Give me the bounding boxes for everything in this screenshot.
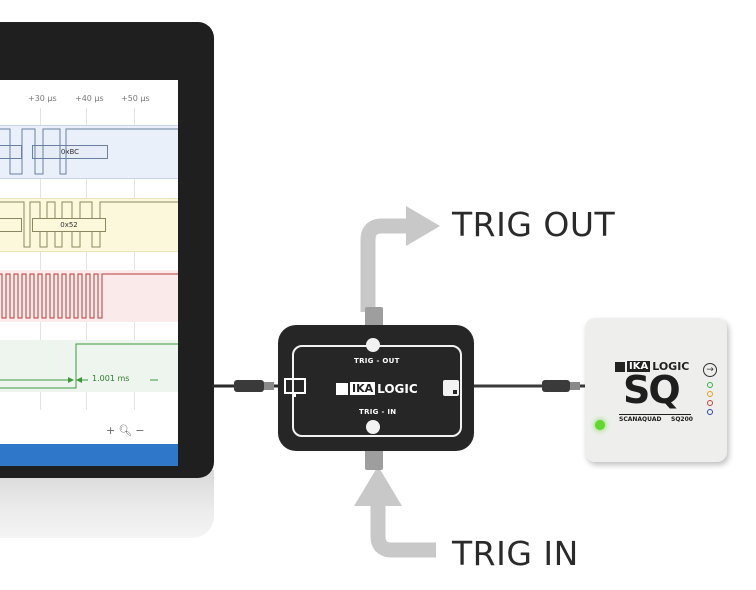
- minus-icon[interactable]: −: [135, 424, 148, 437]
- input-arrow-icon: →: [703, 363, 717, 377]
- hub-logo-logic: LOGIC: [377, 381, 418, 396]
- channel-trigger[interactable]: 1.001 ms: [0, 340, 178, 392]
- logic-analyzer-screen: +30 µs +40 µs +50 µs 0xBC 0x52: [0, 80, 178, 466]
- usb-cable-monitor: [212, 380, 282, 392]
- bus-value-box: 0xBC: [32, 145, 108, 159]
- trig-out-label: TRIG OUT: [452, 205, 616, 244]
- indicator-dot: [707, 409, 713, 415]
- trig-in-label: TRIG IN: [452, 534, 579, 573]
- trig-in-connector: [365, 448, 383, 470]
- trig-in-port: [366, 420, 380, 434]
- bus-value-box: 0x52: [32, 218, 106, 232]
- sq-text: SQ: [623, 368, 681, 412]
- analyzer-footer-left: SCANAQUAD: [619, 416, 662, 423]
- hub-label-trig-in: TRIG - IN: [359, 408, 397, 416]
- trig-out-connector: [365, 307, 383, 329]
- taskbar: [0, 444, 178, 466]
- power-led: [595, 420, 605, 430]
- analyzer-logo-logic: LOGIC: [652, 360, 690, 373]
- hub-label-trig-out: TRIG - OUT: [354, 357, 400, 365]
- grid-line: [40, 108, 41, 410]
- bus-value: 0x52: [60, 221, 78, 229]
- channel-bus-2[interactable]: 0x52: [0, 198, 178, 252]
- analyzer-logo-ika: IKA: [627, 361, 651, 372]
- analyzer-divider: [619, 414, 691, 415]
- analyzer-port-icon: [443, 380, 459, 396]
- indicator-dot: [707, 382, 713, 388]
- channel-bus-1[interactable]: 0xBC: [0, 125, 178, 179]
- indicator-dot: [707, 391, 713, 397]
- zoom-icon[interactable]: 🔍︎: [118, 424, 136, 437]
- plus-icon[interactable]: +: [106, 424, 119, 437]
- indicator-dot: [707, 400, 713, 406]
- time-tick: +50 µs: [121, 94, 150, 103]
- clock-signal: [0, 273, 178, 319]
- measurement-label: 1.001 ms: [92, 374, 130, 383]
- trig-in-arrow: [354, 466, 436, 558]
- analyzer-footer-right: SQ200: [671, 416, 693, 423]
- zoom-toolbar: +🔍︎−: [106, 424, 147, 437]
- time-tick: +30 µs: [28, 94, 57, 103]
- bus-value: 0xBC: [60, 148, 80, 156]
- trig-out-arrow: [360, 206, 440, 312]
- usb-cable-analyzer: [472, 380, 588, 392]
- computer-monitor: +30 µs +40 µs +50 µs 0xBC 0x52: [0, 22, 214, 478]
- time-tick: +40 µs: [75, 94, 104, 103]
- bus-segment: [0, 218, 22, 232]
- indicator-lights: [707, 382, 715, 418]
- trigger-signal: [0, 343, 178, 389]
- hub-logo-ika: IKA: [350, 382, 376, 395]
- channel-clock[interactable]: [0, 270, 178, 322]
- monitor-stand: [0, 470, 214, 538]
- bus-signal: [0, 128, 178, 175]
- grid-line: [134, 108, 135, 410]
- ika-logo-icon: [615, 361, 625, 372]
- grid-line: [86, 108, 87, 410]
- monitor-icon: [284, 378, 306, 397]
- ika-logo-icon: [336, 382, 348, 395]
- trig-out-port: [366, 338, 380, 352]
